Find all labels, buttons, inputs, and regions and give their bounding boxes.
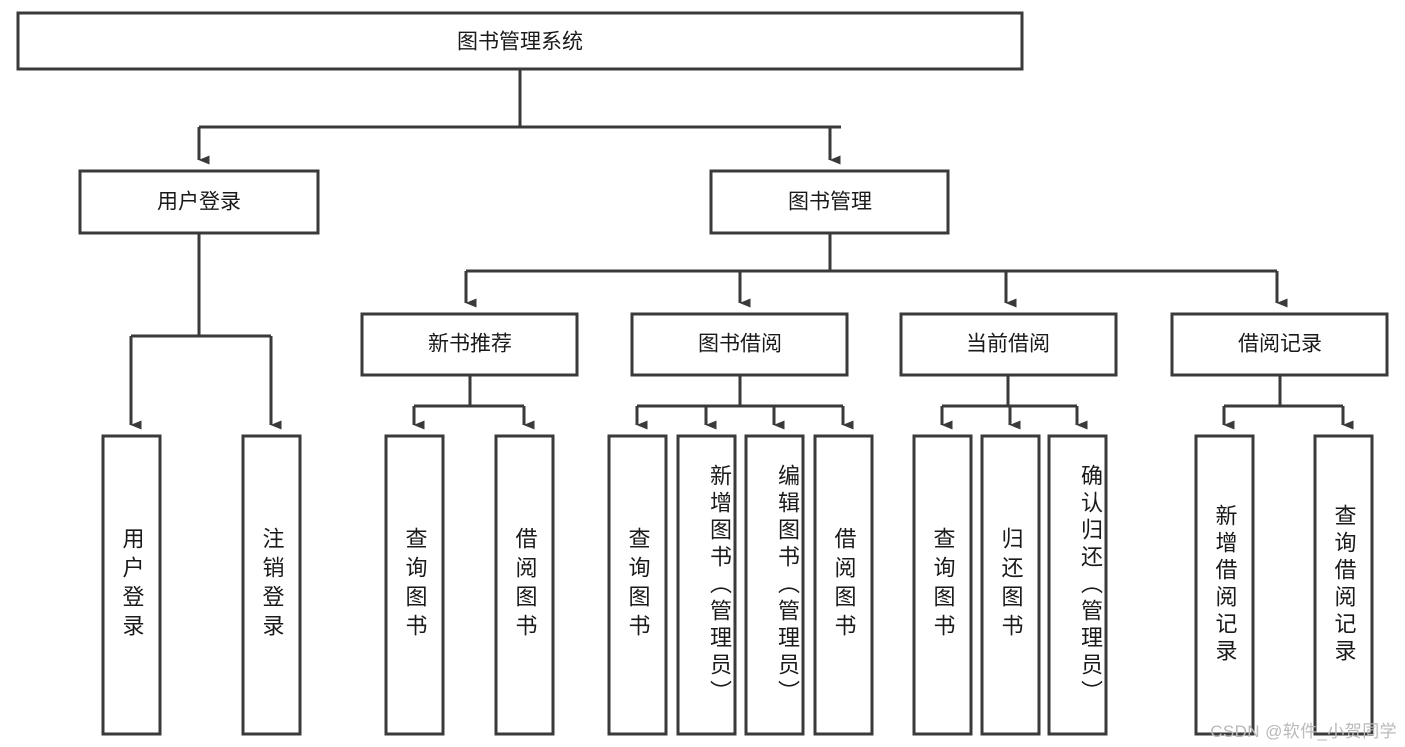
leaf-bb-query-book-box[interactable]	[607, 434, 668, 736]
node-book-manage[interactable]: 图书管理	[709, 169, 950, 235]
node-new-book-recommend[interactable]: 新书推荐	[360, 312, 579, 377]
leaf-bb-edit-book-box[interactable]	[744, 434, 805, 736]
leaf-bb-add-book-box[interactable]	[676, 434, 737, 736]
node-borrow-record[interactable]: 借阅记录	[1170, 312, 1389, 377]
leaf-cb-confirm-return-box[interactable]	[1047, 434, 1108, 736]
node-borrow-record-label: 借阅记录	[1238, 333, 1322, 356]
leaf-br-query-record[interactable]	[1313, 434, 1374, 736]
leaf-logout[interactable]	[241, 434, 302, 736]
connector-new-book-recommend-to-leaves	[412, 375, 535, 430]
node-user-login-label: 用户登录	[157, 191, 241, 214]
node-book-borrow-label: 图书借阅	[698, 333, 782, 356]
node-root-label: 图书管理系统	[457, 31, 583, 54]
leaf-user-login-box[interactable]	[101, 434, 162, 736]
node-new-book-recommend-box[interactable]	[360, 312, 579, 377]
connector-user-login-to-leaves	[129, 233, 282, 430]
leaf-cb-confirm-return[interactable]	[1047, 434, 1108, 736]
leaf-cb-return-book-box[interactable]	[980, 434, 1041, 736]
node-root[interactable]: 图书管理系统	[16, 11, 1024, 71]
connector-book-borrow-to-leaves	[635, 375, 854, 430]
node-new-book-recommend-label: 新书推荐	[428, 333, 512, 356]
leaf-bb-borrow-book-box[interactable]	[813, 434, 874, 736]
node-current-borrow-box[interactable]	[899, 312, 1118, 377]
connector-root-to-level1	[197, 69, 841, 165]
node-book-manage-box[interactable]	[709, 169, 950, 235]
leaf-nbr-query-book-box[interactable]	[384, 434, 445, 736]
leaf-nbr-query-book[interactable]	[384, 434, 445, 736]
leaf-cb-query-book[interactable]	[912, 434, 973, 736]
connector-book-manage-to-level2	[464, 233, 1288, 308]
node-current-borrow[interactable]: 当前借阅	[899, 312, 1118, 377]
node-user-login[interactable]: 用户登录	[78, 169, 320, 235]
leaf-bb-add-book[interactable]	[676, 434, 737, 736]
leaf-br-add-record[interactable]	[1194, 434, 1255, 736]
leaf-nbr-borrow-book[interactable]	[494, 434, 555, 736]
connector-borrow-record-to-leaves	[1222, 375, 1354, 430]
leaf-bb-edit-book[interactable]	[744, 434, 805, 736]
leaf-br-add-record-box[interactable]	[1194, 434, 1255, 736]
leaf-bb-query-book[interactable]	[607, 434, 668, 736]
leaf-nbr-borrow-book-box[interactable]	[494, 434, 555, 736]
node-root-box[interactable]	[16, 11, 1024, 71]
node-current-borrow-label: 当前借阅	[966, 333, 1050, 356]
leaf-logout-box[interactable]	[241, 434, 302, 736]
node-book-manage-label: 图书管理	[788, 191, 872, 214]
node-book-borrow[interactable]: 图书借阅	[630, 312, 849, 377]
leaf-user-login[interactable]	[101, 434, 162, 736]
connector-current-borrow-to-leaves	[940, 375, 1088, 430]
leaf-cb-query-book-box[interactable]	[912, 434, 973, 736]
node-borrow-record-box[interactable]	[1170, 312, 1389, 377]
leaf-bb-borrow-book[interactable]	[813, 434, 874, 736]
leaf-br-query-record-box[interactable]	[1313, 434, 1374, 736]
node-book-borrow-box[interactable]	[630, 312, 849, 377]
leaf-cb-return-book[interactable]	[980, 434, 1041, 736]
